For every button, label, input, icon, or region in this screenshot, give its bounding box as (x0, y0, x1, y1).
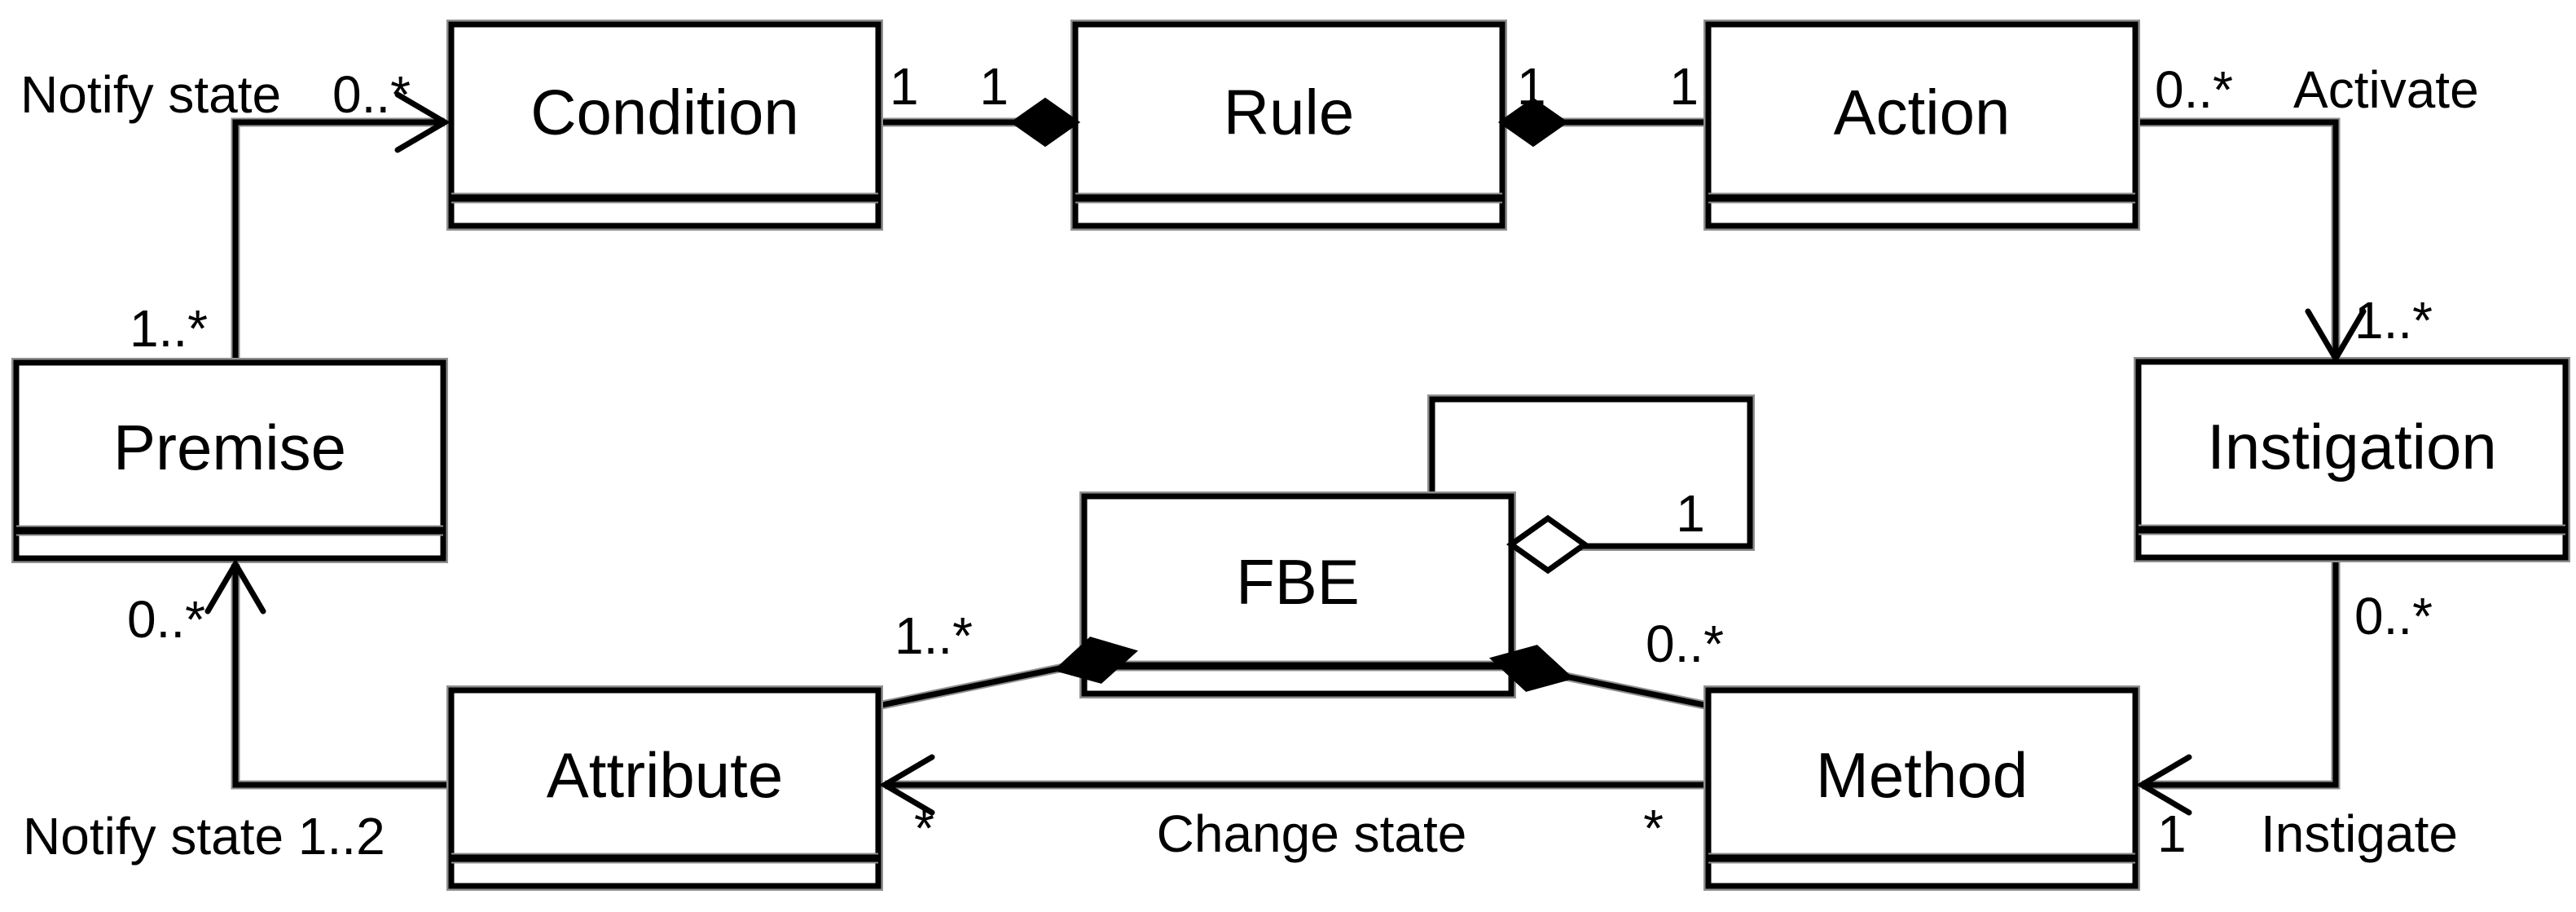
multiplicity-label: 1 (2157, 804, 2187, 863)
composition-diamond-icon-fbe-method (1488, 645, 1575, 692)
multiplicity-label: 1 (1517, 57, 1546, 116)
association-line (1565, 673, 1709, 709)
association-line (2142, 557, 2339, 788)
class-name-label: Condition (530, 77, 799, 148)
association-action-instigation (2135, 117, 2341, 359)
open-arrowhead-attribute-premise (204, 558, 266, 615)
multiplicity-label: 0..* (332, 65, 411, 124)
class-box (1072, 21, 1506, 229)
association-premise-condition (231, 117, 445, 363)
class-attribute: Attribute (446, 685, 883, 891)
class-box (448, 21, 881, 229)
class-name-label: Method (1816, 739, 2028, 811)
multiplicity-label: 1..* (2354, 291, 2433, 350)
class-name-label: Instigation (2207, 411, 2497, 482)
composition-diamond-icon-rule-action (1497, 97, 1569, 148)
class-rule: Rule (1070, 20, 1507, 231)
association-name-label: Activate (2293, 60, 2479, 119)
association-instigation-method (2142, 557, 2341, 790)
multiplicity-label: 1 (890, 57, 919, 116)
class-premise: Premise (11, 358, 448, 563)
class-method: Method (1703, 685, 2140, 891)
open-arrowhead-premise-condition (394, 91, 451, 153)
multiplicity-label: 1 (979, 57, 1009, 116)
multiplicity-label: 1 (1676, 484, 1705, 543)
association-fbe-attribute (877, 662, 1069, 711)
multiplicity-label: 1 (1669, 57, 1699, 116)
association-name-label: Notify state (20, 65, 281, 124)
association-attribute-premise (231, 564, 451, 790)
association-name-label: Change state (1157, 804, 1467, 863)
multiplicity-label: 0..* (2155, 60, 2233, 119)
association-name-label: Instigate (2261, 804, 2458, 863)
multiplicity-label: 1..* (895, 606, 973, 665)
class-name-label: FBE (1236, 546, 1360, 618)
class-name-label: Rule (1224, 77, 1354, 148)
multiplicity-label: 0..* (1646, 615, 1724, 673)
open-arrowhead-instigation-method (2136, 754, 2192, 816)
association-line (232, 564, 451, 788)
aggregation-diamond-icon-fbe-whole (1506, 514, 1590, 575)
class-condition: Condition (446, 20, 883, 231)
multiplicity-label: 1..* (130, 299, 208, 358)
multiplicity-label: 0..* (2354, 587, 2433, 645)
composition-diamond-icon-condition-rule (1009, 97, 1081, 148)
association-name-label: Notify state 1..2 (23, 807, 385, 866)
class-name-label: Action (1834, 77, 2011, 148)
multiplicity-label: * (1643, 799, 1664, 857)
association-line (232, 119, 445, 363)
class-name-label: Attribute (547, 739, 783, 811)
association-line (2135, 119, 2339, 359)
association-line (877, 663, 1068, 709)
multiplicity-label: 0..* (127, 590, 205, 649)
composition-diamond-icon-fbe-attribute (1053, 637, 1139, 684)
open-arrowhead-method-attribute (879, 754, 935, 816)
class-fbe: FBE (1079, 491, 1516, 698)
class-action: Action (1703, 20, 2140, 231)
open-arrowhead-action-instigation (2305, 308, 2367, 364)
class-box (1705, 21, 2139, 229)
class-name-label: Premise (113, 412, 346, 483)
multiplicity-label: * (914, 799, 934, 857)
class-instigation: Instigation (2134, 357, 2570, 562)
association-fbe-method (1564, 672, 1710, 711)
